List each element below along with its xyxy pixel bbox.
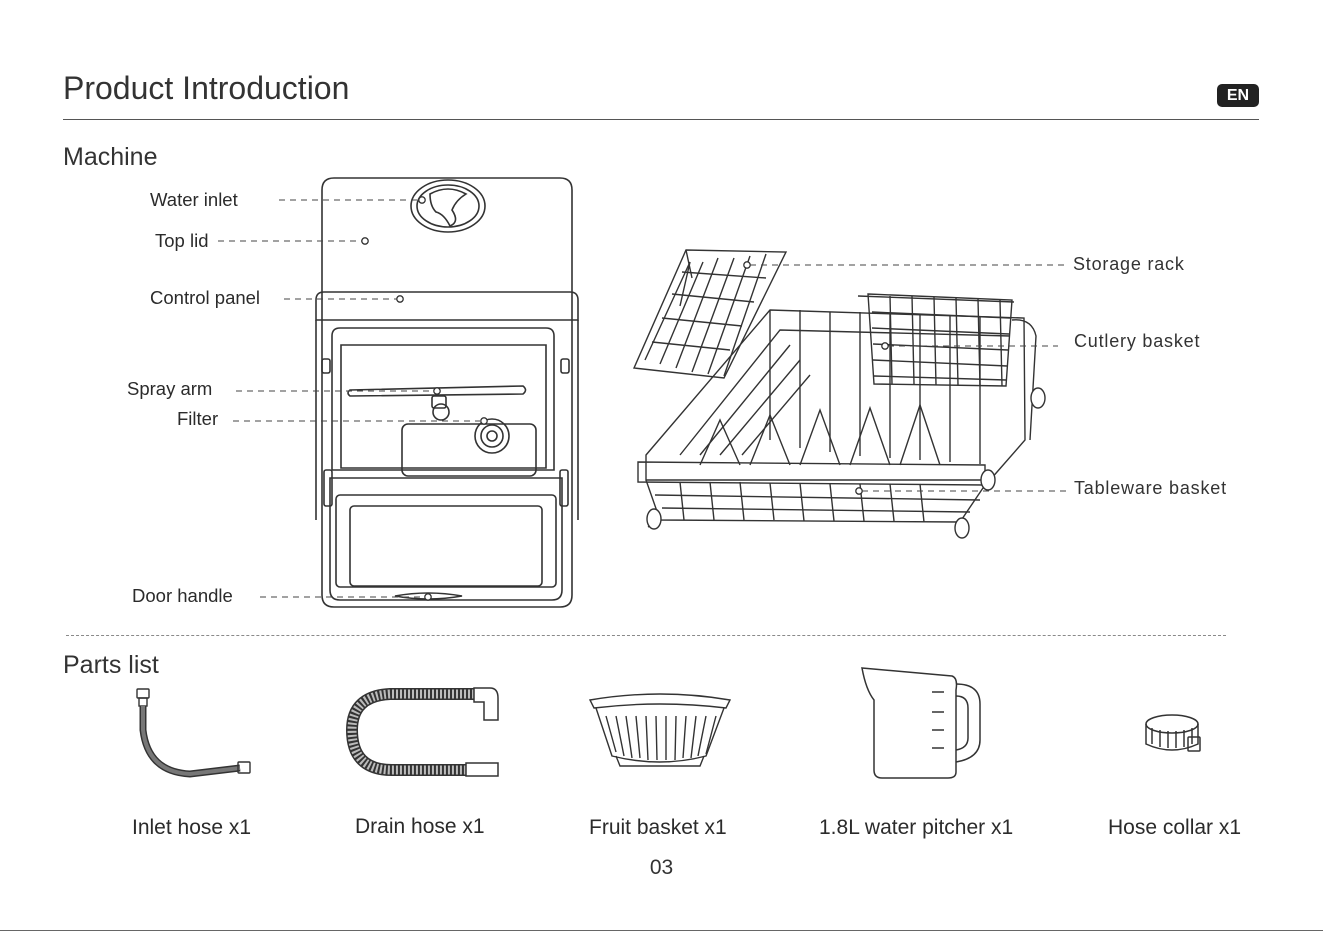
bottom-rule (0, 930, 1323, 931)
page-number: 03 (0, 856, 1323, 880)
hose-collar-image (1146, 715, 1200, 751)
part-label-inlet-hose: Inlet hose x1 (132, 816, 251, 840)
part-label-fruit-basket: Fruit basket x1 (589, 816, 727, 840)
inlet-hose-image (137, 689, 250, 774)
water-pitcher-image (862, 668, 980, 778)
drain-hose-image (352, 688, 498, 776)
part-label-water-pitcher: 1.8L water pitcher x1 (819, 816, 1013, 840)
fruit-basket-image (590, 694, 730, 766)
part-label-drain-hose: Drain hose x1 (355, 815, 485, 839)
part-label-hose-collar: Hose collar x1 (1108, 816, 1241, 840)
